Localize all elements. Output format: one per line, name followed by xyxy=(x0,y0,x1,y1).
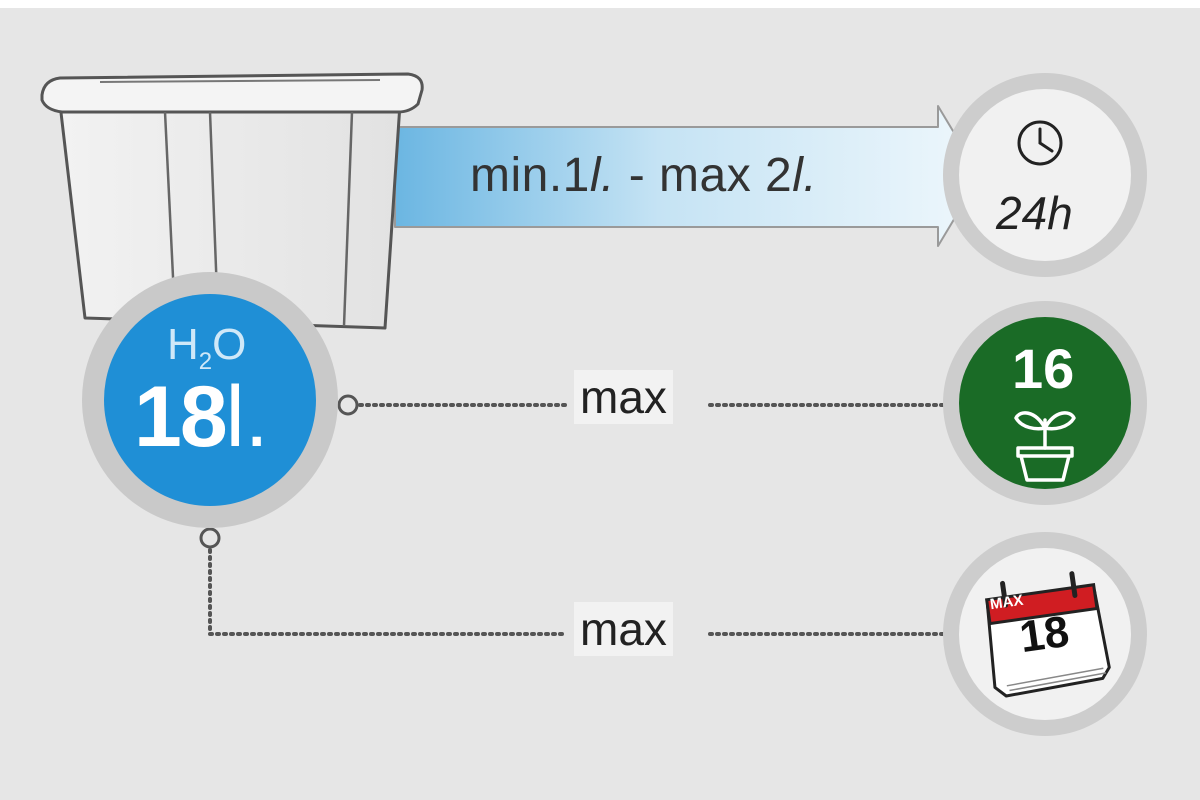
range-min-unit: l. xyxy=(589,149,615,202)
formula-o: O xyxy=(212,320,247,369)
water-unit: l. xyxy=(225,369,269,465)
water-formula: H2O xyxy=(167,320,246,376)
duration-label: 24h xyxy=(996,187,1073,239)
range-max-text: - max 2 xyxy=(614,149,793,202)
water-volume-circle xyxy=(82,272,338,528)
plants-connector xyxy=(337,394,952,416)
formula-h: H xyxy=(167,320,199,369)
clock-icon xyxy=(1017,120,1063,166)
days-circle xyxy=(943,532,1147,736)
plant-count: 16 xyxy=(1012,337,1075,400)
calendar-icon xyxy=(984,571,1111,698)
water-amount: 18 xyxy=(134,369,228,465)
water-range-label: min.1l. - max 2l. xyxy=(470,148,817,203)
formula-sub: 2 xyxy=(198,347,213,375)
duration-circle xyxy=(943,73,1147,277)
water-volume: 18l. xyxy=(134,368,269,467)
plants-max-label: max xyxy=(574,370,673,424)
plants-circle xyxy=(943,301,1147,505)
range-max-unit: l. xyxy=(792,149,818,202)
range-min-text: min.1 xyxy=(470,149,590,202)
calendar-day-count: 18 xyxy=(1016,606,1073,663)
days-connector xyxy=(199,527,952,636)
plant-pot-icon xyxy=(1014,411,1076,482)
days-max-label: max xyxy=(574,602,673,656)
